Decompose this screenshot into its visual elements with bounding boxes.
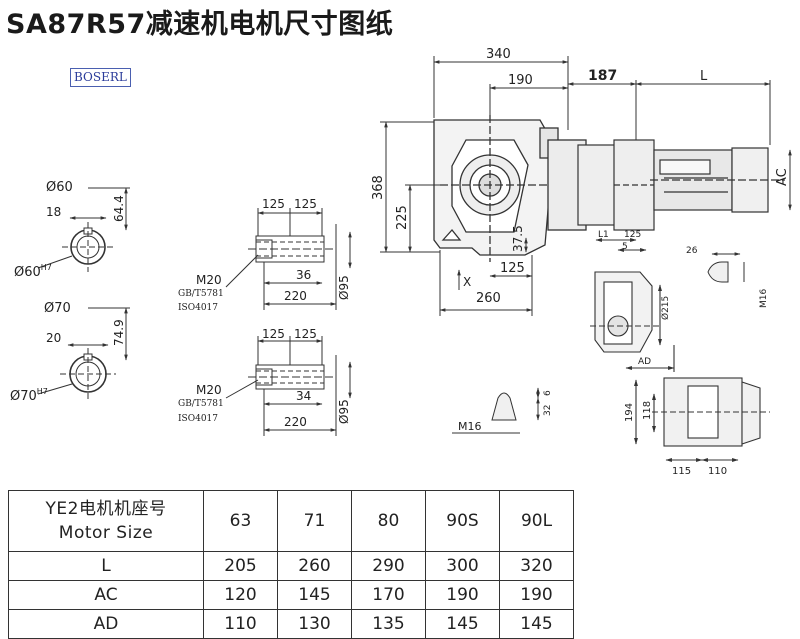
key-detail-2 [452,387,540,434]
side1-std1: GB/T5781 [178,289,224,299]
foot-115: 115 [672,466,691,477]
main-dimension-lines [380,56,792,316]
table-cell: 120 [203,580,278,610]
side2-std2: ISO4017 [178,414,218,424]
table-cell: 145 [499,609,574,639]
size-cell: 71 [277,490,352,552]
dim-125: 125 [500,261,525,276]
foot-194: 194 [624,403,635,422]
table-cell: 145 [277,580,352,610]
size-cell: 90S [425,490,500,552]
shaft2-dia-label: Ø70 [44,301,71,316]
dim-187: 187 [588,68,617,84]
dim-37-5: 37.5 [511,225,525,252]
shaft2-key-width: 20 [46,331,61,345]
table-cell: 290 [351,551,426,581]
key1-m16: M16 [759,289,769,308]
size-cell: 63 [203,490,278,552]
foot-mount-view [634,377,770,462]
side1-dim-a: 125 [262,197,285,211]
side2-dia: Ø95 [337,399,351,424]
page-title: SA87R57减速机电机尺寸图纸 [6,9,394,40]
table-cell: 145 [425,609,500,639]
shaft-side-view-2 [225,336,352,436]
dim-260: 260 [476,291,501,306]
technical-drawing: Ø60 18 64.4 Ø60H7 Ø70 20 74.9 Ø70H7 125 … [10,47,792,477]
shaft1-dia-label: Ø60 [46,180,73,195]
table-row: L 205 260 290 300 320 [8,551,574,581]
flange-AD: AD [638,357,651,367]
row-label: L [8,551,204,581]
size-cell: 90L [499,490,574,552]
dim-368: 368 [371,175,386,200]
table-cell: 110 [203,609,278,639]
header-line-1: YE2电机机座号 [45,499,167,519]
side1-dia: Ø95 [337,275,351,300]
table-cell: 300 [425,551,500,581]
electric-motor [650,147,785,213]
row-label: AD [8,609,204,639]
side1-thread: M20 [196,273,222,287]
side2-dim-b: 125 [294,327,317,341]
shaft2-key-height: 74.9 [112,319,126,346]
side1-dim-b: 125 [294,197,317,211]
side1-dim-c: 36 [296,268,311,282]
shaft-side-view-1 [225,208,352,310]
brand-logo: BOSERL [70,68,131,87]
table-cell: 320 [499,551,574,581]
table-cell: 135 [351,609,426,639]
dim-190: 190 [508,73,533,88]
table-cell: 190 [425,580,500,610]
row-label: AC [8,580,204,610]
side1-std2: ISO4017 [178,303,218,313]
intermediate-gear-unit [577,139,660,231]
side1-dim-d: 220 [284,289,307,303]
table-header-label: YE2电机机座号 Motor Size [8,490,204,552]
flange-dia: Ø215 [660,296,671,320]
view-x-label: X [463,275,471,289]
shaft-section-60 [37,187,130,272]
flange-125: 125 [624,230,641,240]
shaft-section-70 [37,307,130,400]
shaft2-bore-label: Ø70H7 [10,387,48,404]
key2-6: 6 [543,390,553,396]
flange-view [590,238,675,372]
side2-thread: M20 [196,383,222,397]
side2-dim-d: 220 [284,415,307,429]
table-cell: 190 [499,580,574,610]
dim-L: L [700,69,708,84]
shaft1-key-width: 18 [46,205,61,219]
table-cell: 205 [203,551,278,581]
table-header-row: YE2电机机座号 Motor Size 63 71 80 90S 90L [8,490,574,552]
key-detail-1 [707,252,745,283]
header-line-2: Motor Size [58,523,154,543]
key2-m16: M16 [458,420,482,433]
table-cell: 170 [351,580,426,610]
motor-size-table: YE2电机机座号 Motor Size 63 71 80 90S 90L L 2… [8,490,574,639]
dim-225: 225 [395,205,410,230]
table-row: AD 110 130 135 145 145 [8,609,574,639]
table-cell: 260 [277,551,352,581]
side2-std1: GB/T5781 [178,399,224,409]
dim-AC: AC [775,168,790,186]
gearbox-housing [433,115,587,262]
table-row: AC 120 145 170 190 190 [8,580,574,610]
foot-118: 118 [642,401,653,420]
side2-dim-a: 125 [262,327,285,341]
side2-dim-c: 34 [296,389,311,403]
table-cell: 130 [277,609,352,639]
flange-L1: L1 [598,230,609,240]
foot-110: 110 [708,466,727,477]
size-cell: 80 [351,490,426,552]
key2-32: 32 [543,405,553,416]
shaft1-bore-label: Ø60H7 [14,263,52,280]
dim-340: 340 [486,47,511,62]
key1-26: 26 [686,246,698,256]
shaft1-key-height: 64.4 [112,195,126,222]
flange-5: 5 [622,242,628,252]
